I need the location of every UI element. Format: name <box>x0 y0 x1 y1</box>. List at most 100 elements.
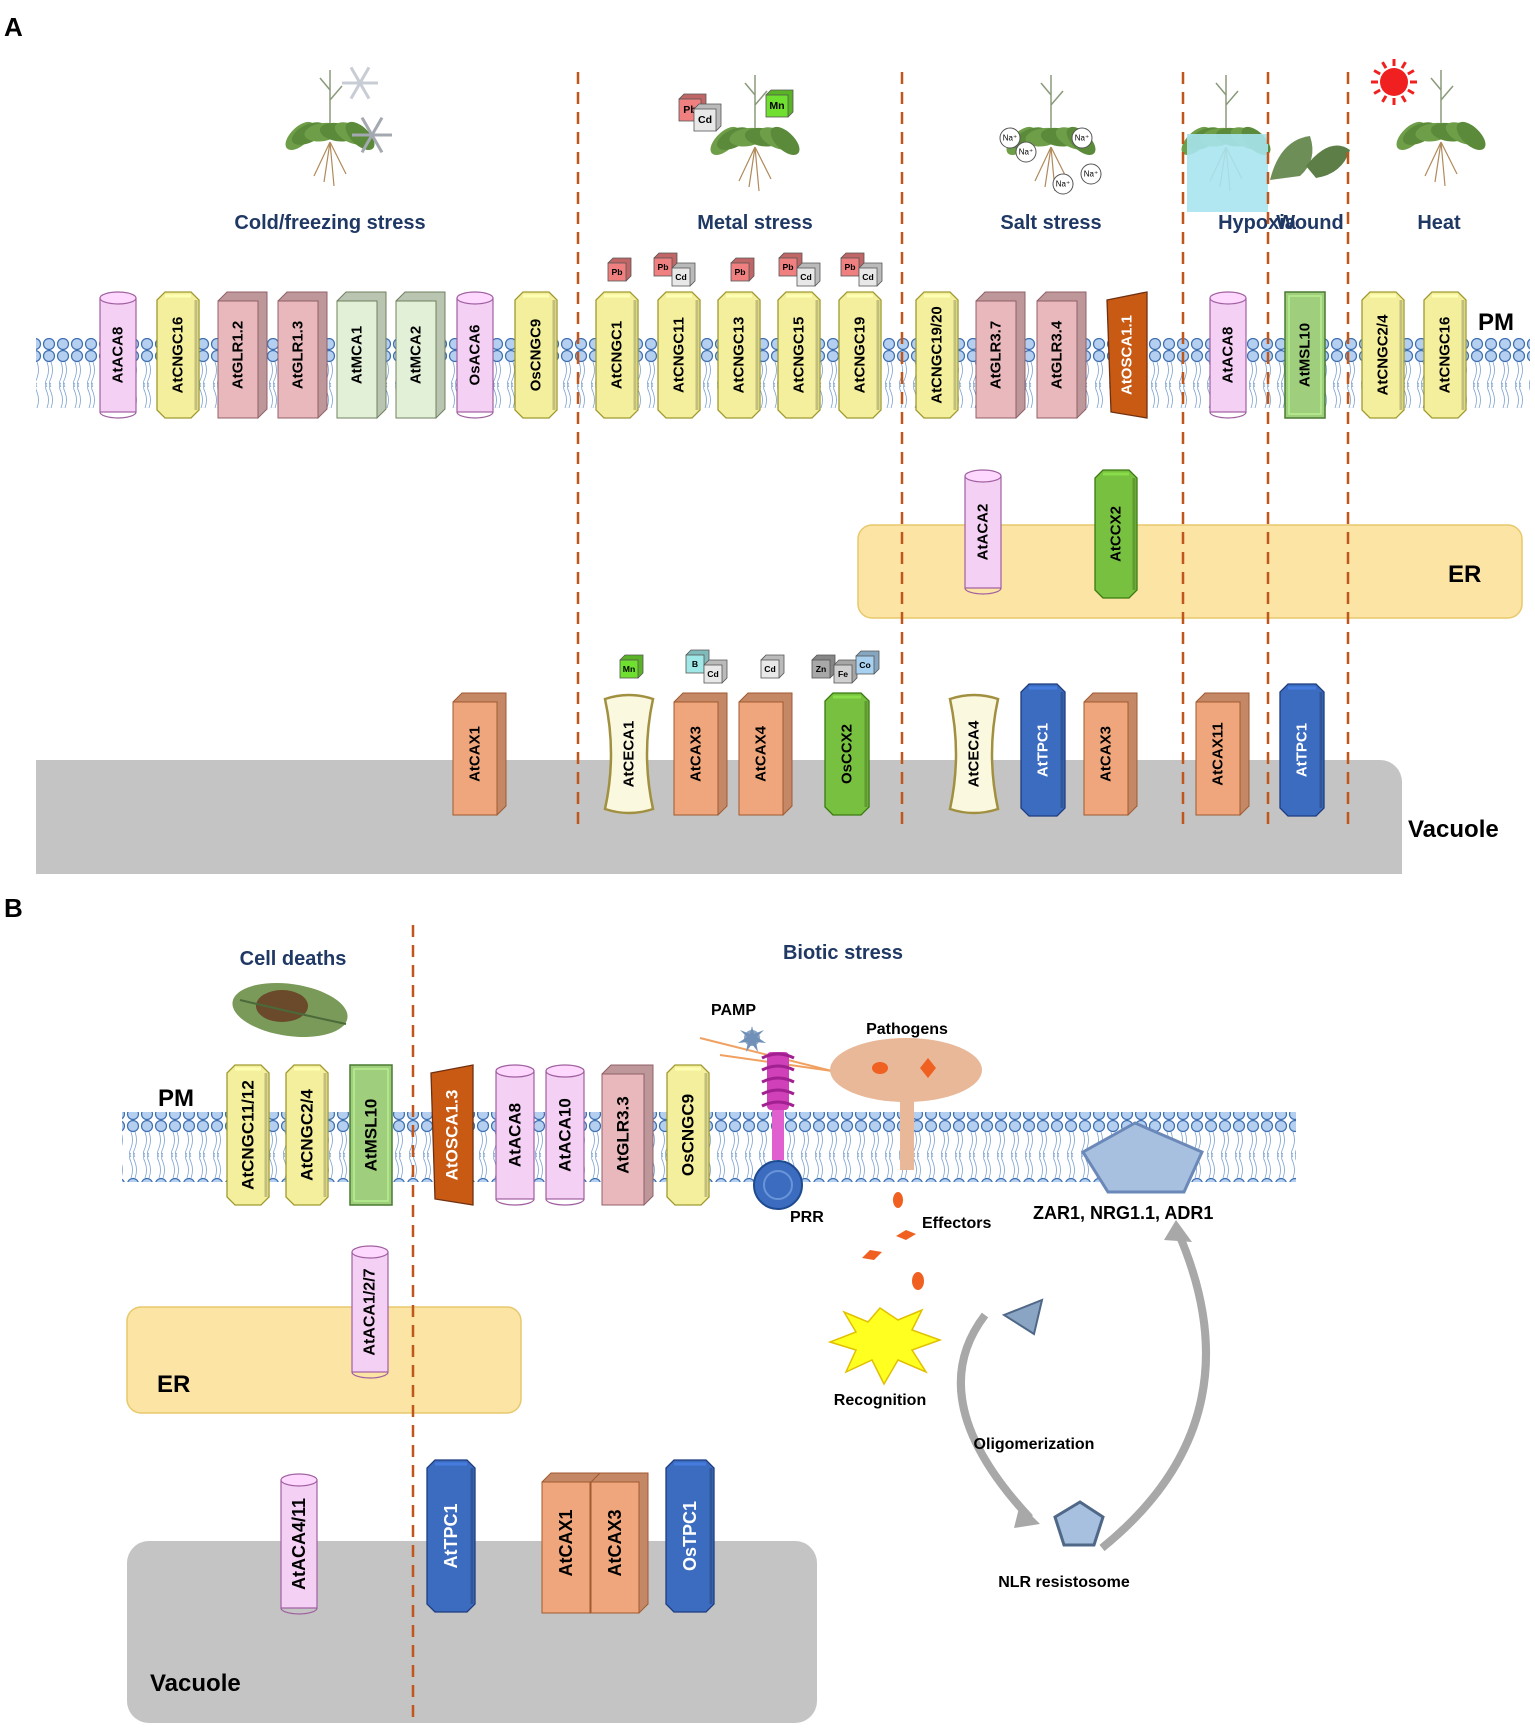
metal-ion-mn: Mn <box>619 654 644 679</box>
er-a <box>857 524 1523 619</box>
channel-label: AtCECA4 <box>966 720 983 787</box>
channel-atmsl10: AtMSL10 <box>1284 291 1326 419</box>
channel-attpc1: AtTPC1 <box>1020 683 1066 817</box>
channel-label: OsTPC1 <box>680 1501 700 1571</box>
channel-ataca1-2-7: AtACA1/2/7 <box>351 1245 389 1379</box>
recognition-label: Recognition <box>834 1392 926 1409</box>
channel-label: AtCNGC15 <box>791 317 808 394</box>
channel-atcax3: AtCAX3 <box>1083 692 1138 816</box>
metal-ion-co: Co <box>855 650 880 675</box>
effectors-label: Effectors <box>922 1215 991 1232</box>
channel-label: AtACA2 <box>975 504 992 561</box>
vacuole-label-a: Vacuole <box>1408 816 1499 843</box>
oligomerization-label: Oligomerization <box>974 1436 1095 1453</box>
channel-label: OsCNGC9 <box>679 1094 698 1176</box>
snowflake-icon <box>352 116 392 154</box>
nlr-resistosome-icon <box>1053 1500 1105 1547</box>
svg-text:Cd: Cd <box>707 669 719 679</box>
metal-ion-cd: Cd <box>796 262 821 287</box>
channel-atglr3-3: AtGLR3.3 <box>601 1064 654 1206</box>
sodium-ion-icon: Na⁺ <box>1071 127 1093 149</box>
channel-label: AtCNGC16 <box>170 317 187 394</box>
channel-attpc1: AtTPC1 <box>1279 683 1325 817</box>
svg-text:Na⁺: Na⁺ <box>1075 134 1089 143</box>
metal-ion-zn: Zn <box>811 654 836 679</box>
pamp-label: PAMP <box>711 1002 756 1019</box>
channel-label: OsCCX2 <box>839 724 856 784</box>
channel-oscngc9: OsCNGC9 <box>666 1064 710 1206</box>
channel-atcngc16: AtCNGC16 <box>156 291 200 419</box>
channel-label: AtCNGC11/12 <box>239 1080 258 1190</box>
channel-atglr1-3: AtGLR1.3 <box>277 291 328 419</box>
pm-label-b: PM <box>158 1085 194 1112</box>
channel-osccx2: OsCCX2 <box>824 692 870 816</box>
channel-label: AtCAX3 <box>1098 726 1115 782</box>
prr-receptor <box>699 1026 861 1210</box>
channel-label: AtACA8 <box>1220 327 1237 384</box>
vacuole-label-b: Vacuole <box>150 1670 241 1697</box>
svg-text:Mn: Mn <box>623 664 635 674</box>
arabidopsis-plant-icon <box>285 70 375 187</box>
channel-atglr1-2: AtGLR1.2 <box>217 291 268 419</box>
effector-particles <box>862 1192 924 1290</box>
oligomerization-arrow <box>956 1312 1033 1521</box>
svg-text:Fe: Fe <box>838 669 848 679</box>
label-biotic-stress: Biotic stress <box>783 942 903 964</box>
er-label-a: ER <box>1448 561 1481 588</box>
metal-ion-pb: Pb <box>840 252 865 277</box>
channel-label: AtGLR1.3 <box>290 321 307 389</box>
channel-atceca1: AtCECA1 <box>603 693 655 815</box>
svg-text:Na⁺: Na⁺ <box>1056 180 1070 189</box>
svg-text:Na⁺: Na⁺ <box>1084 170 1098 179</box>
channel-label: AtGLR3.4 <box>1049 320 1066 389</box>
metal-ion-pb: Pb <box>778 252 803 277</box>
channel-label: OsACA6 <box>467 325 484 386</box>
channel-atcax4: AtCAX4 <box>738 692 793 816</box>
svg-text:Pb: Pb <box>657 262 668 272</box>
channel-label: AtACA4/11 <box>289 1498 309 1590</box>
channel-atcngc19-20: AtCNGC19/20 <box>915 291 959 419</box>
pamp-icon <box>738 1026 766 1052</box>
channel-label: AtTPC1 <box>441 1503 461 1568</box>
metal-ion-fe: Fe <box>833 659 858 684</box>
channel-atcngc11-12: AtCNGC11/12 <box>226 1064 270 1206</box>
svg-text:Pb: Pb <box>611 267 622 277</box>
sodium-ion-icon: Na⁺ <box>1080 163 1102 185</box>
channel-atcngc19: AtCNGC19 <box>838 291 882 419</box>
activation-arrow <box>1099 1230 1210 1552</box>
channel-atcngc16: AtCNGC16 <box>1423 291 1467 419</box>
channel-atcngc2-4: AtCNGC2/4 <box>285 1064 329 1206</box>
svg-text:Cd: Cd <box>675 272 687 282</box>
channel-label: AtACA10 <box>556 1098 575 1172</box>
channel-atglr3-4: AtGLR3.4 <box>1036 291 1087 419</box>
sodium-ion-icon: Na⁺ <box>999 127 1021 149</box>
svg-text:Cd: Cd <box>800 272 812 282</box>
channel-label: AtCAX3 <box>688 726 705 782</box>
pathogens-label: Pathogens <box>866 1021 948 1038</box>
channel-label: AtCNGC1 <box>609 321 626 389</box>
channel-label: AtCCX2 <box>1108 506 1125 562</box>
water-icon <box>1187 134 1268 212</box>
channel-atcngc11: AtCNGC11 <box>657 291 701 419</box>
nlr-label: NLR resistosome <box>998 1574 1130 1591</box>
sodium-ion-icon: Na⁺ <box>1052 173 1074 195</box>
channel-ataca8: AtACA8 <box>99 291 137 419</box>
prr-label: PRR <box>790 1209 824 1226</box>
channel-label: AtOSCA1.1 <box>1119 315 1136 395</box>
metal-ion-cd: Cd <box>760 654 785 679</box>
channel-label: AtTPC1 <box>1035 723 1052 777</box>
metal-ion-cd: Cd <box>858 262 883 287</box>
channel-label: AtGLR3.7 <box>988 321 1005 389</box>
snowflake-icon <box>342 66 378 100</box>
channel-atcax3: AtCAX3 <box>673 692 728 816</box>
er-b <box>126 1306 522 1414</box>
svg-text:Cd: Cd <box>698 114 712 126</box>
channel-atcax1: AtCAX1 <box>452 692 507 816</box>
nlr-monomer-icon <box>1001 1298 1044 1336</box>
panel-a-letter: A <box>4 12 23 42</box>
channel-label: AtCNGC16 <box>1437 317 1454 394</box>
channel-atmsl10: AtMSL10 <box>349 1064 393 1206</box>
metal-ion-b: B <box>685 649 710 674</box>
